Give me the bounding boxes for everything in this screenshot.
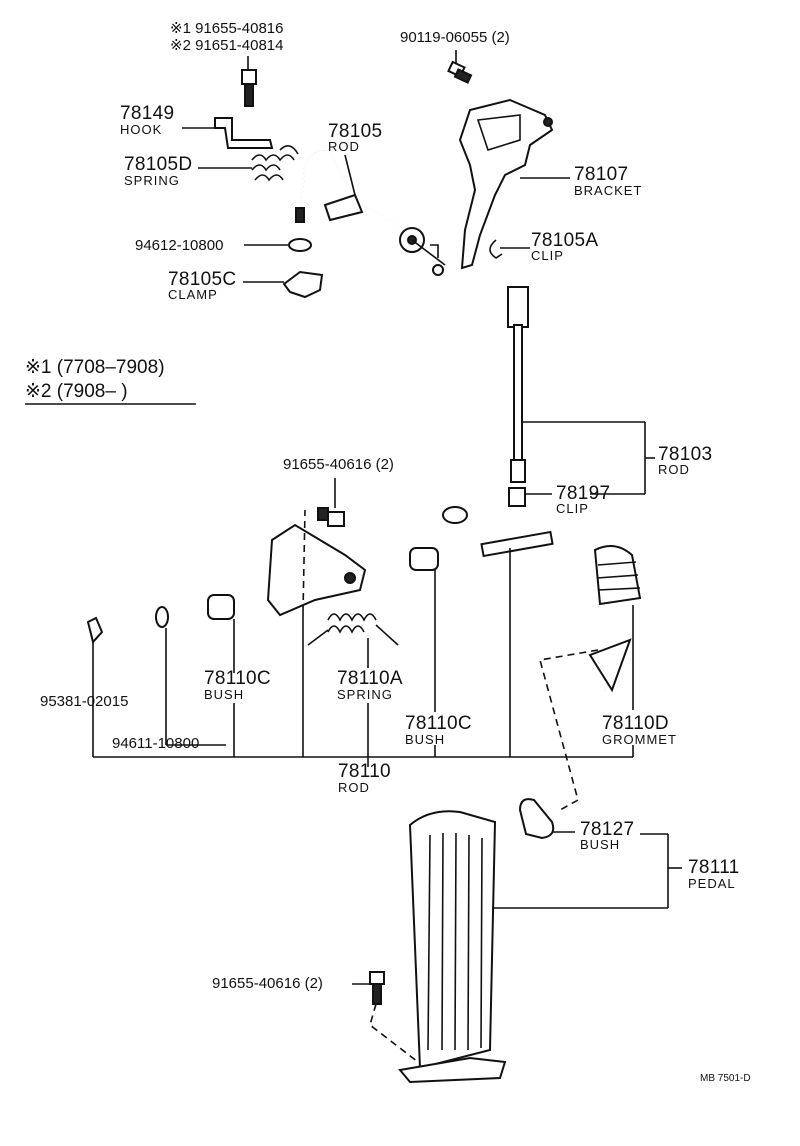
part-78105D-name: SPRING [124,173,180,188]
part-78127-number: 78127 [580,819,635,840]
part-78110-name: ROD [338,780,370,795]
part-78105A-name: CLIP [531,248,564,263]
part-78110D-number: 78110D [602,713,669,734]
part-78105-name: ROD [328,139,360,154]
pin-95381 [86,616,104,645]
bolt-upper-left [241,69,257,107]
legend-line-1: ※1 (7708–7908) [25,357,165,378]
part-78149-name: HOOK [120,122,163,137]
footer-code: MB 7501-D [700,1073,751,1084]
part-78110C-left-name: BUSH [204,687,245,702]
bush-78127 [518,798,555,840]
rod-78110 [442,506,632,693]
pedal-78111 [398,810,507,1084]
note1-code: ※1 91655-40816 [170,20,284,37]
part-78110D-name: GROMMET [602,732,677,747]
part-78110C-left-number: 78110C [204,668,271,689]
clip-78197 [508,487,526,507]
bolt-top-label: 90119-06055 (2) [400,29,510,46]
part-78197-name: CLIP [556,501,589,516]
part-78107-name: BRACKET [574,183,643,198]
hook-78149 [214,117,274,149]
part-78110A-number: 78110A [337,668,403,689]
note2-code: ※2 91651-40814 [170,37,284,54]
spring-78110A [307,613,399,646]
clip-78105A [489,239,503,259]
part-78110C-right-number: 78110C [405,713,472,734]
part-78111-number: 78111 [688,857,740,878]
washer-94611 [155,606,169,628]
part-78105D-number: 78105D [124,154,193,175]
clamp-78105C [282,270,324,299]
part-78105C-name: CLAMP [168,287,218,302]
washer-94612 [288,238,312,252]
part-78103-name: ROD [658,462,690,477]
part-78110-number: 78110 [338,761,391,782]
spring-78105D [251,145,299,182]
part-78105A-number: 78105A [531,230,599,251]
washer-94611-label: 94611-10800 [112,735,200,752]
part-78111-name: PEDAL [688,876,736,891]
part-78105-number: 78105 [328,121,383,142]
bush-78110C-right [409,547,439,571]
bolt-bottom-label: 91655-40616 (2) [212,975,323,992]
bracket-plate [266,523,367,617]
rod-78103 [507,286,529,483]
part-78107-number: 78107 [574,164,629,185]
bolt-bottom [369,971,385,1005]
part-78110A-name: SPRING [337,687,393,702]
bush-78110C-left [207,594,235,620]
bolt-mid [317,507,345,527]
part-78127-name: BUSH [580,837,621,852]
bolt-mid-label: 91655-40616 (2) [283,456,394,473]
part-78103-number: 78103 [658,444,713,465]
part-78110C-right-name: BUSH [405,732,446,747]
pin-95381-label: 95381-02015 [40,693,129,710]
washer-94612-label: 94612-10800 [135,237,224,254]
rod-78105 [295,148,446,276]
bracket-78107 [458,98,554,270]
bolt-upper-right [447,60,473,84]
legend-line-2: ※2 (7908– ) [25,381,128,402]
grommet-78110D [593,545,642,606]
part-78149-number: 78149 [120,103,175,124]
part-78197-number: 78197 [556,483,611,504]
part-78105C-number: 78105C [168,269,237,290]
